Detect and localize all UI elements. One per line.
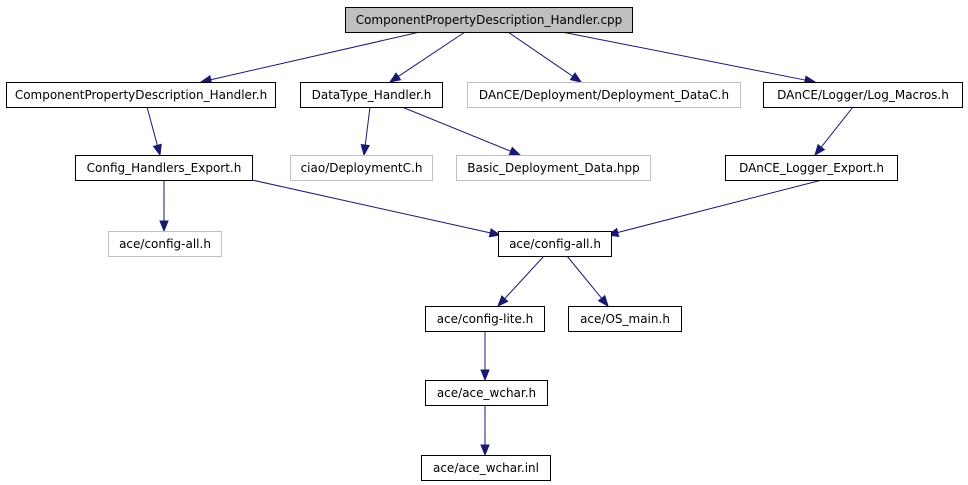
edge-line: [566, 255, 603, 299]
node-box: [421, 455, 551, 481]
arrowhead-icon: [597, 294, 609, 308]
node-box: [498, 231, 612, 257]
edge-line: [364, 106, 371, 146]
node-cfg-all-missing: ace/config-all.h: [108, 231, 222, 257]
edge-cpdh_h-to-cfg_export: [146, 106, 162, 157]
edge-line: [251, 179, 491, 234]
node-label: DataType_Handler.h: [312, 88, 432, 102]
node-cfg-all[interactable]: ace/config-all.h: [498, 231, 612, 257]
node-label: ciao/DeploymentC.h: [301, 161, 423, 175]
node-ciao-deploy: ciao/DeploymentC.h: [290, 155, 433, 181]
node-label: ace/config-lite.h: [437, 312, 534, 326]
edge-line: [504, 255, 545, 299]
edge-dth_h-to-ciao_deploy: [360, 106, 371, 157]
edge-cfg_lite-to-wchar_h: [480, 331, 490, 382]
node-label: ace/OS_main.h: [580, 312, 670, 326]
node-os-main[interactable]: ace/OS_main.h: [568, 306, 682, 332]
node-basic-deploy: Basic_Deployment_Data.hpp: [456, 155, 651, 181]
arrowhead-icon: [360, 143, 371, 157]
node-box: [456, 155, 651, 181]
edge-root-to-dth_h: [388, 31, 466, 83]
arrowhead-icon: [480, 369, 490, 382]
node-box: [425, 380, 548, 406]
edge-cfg_all-to-os_main: [566, 255, 609, 308]
arrowhead-icon: [480, 444, 490, 457]
arrowhead-icon: [508, 146, 522, 156]
edge-root-to-deploy_datac: [507, 31, 583, 83]
edge-cfg_export-to-cfg_all_missing: [159, 180, 169, 233]
node-box: [425, 306, 545, 332]
edge-dth_h-to-basic_deploy: [401, 106, 522, 156]
node-cpdh-h[interactable]: ComponentPropertyDescription_Handler.h: [6, 82, 276, 108]
edge-root-to-cpdh_h: [199, 31, 421, 85]
edge-cfg_all-to-cfg_lite: [497, 255, 545, 307]
arrowhead-icon: [814, 143, 826, 157]
edge-wchar_h-to-wchar_inl: [480, 405, 490, 457]
node-box: [6, 82, 276, 108]
node-label: ComponentPropertyDescription_Handler.h: [15, 88, 267, 102]
node-label: ace/config-all.h: [119, 237, 211, 251]
node-box: [568, 306, 682, 332]
arrowhead-icon: [152, 143, 162, 157]
node-label: ace/config-all.h: [509, 237, 601, 251]
node-log-macros[interactable]: DAnCE/Logger/Log_Macros.h: [763, 82, 963, 108]
node-label: DAnCE/Deployment/Deployment_DataC.h: [479, 88, 729, 102]
node-cfg-export[interactable]: Config_Handlers_Export.h: [75, 155, 253, 181]
arrowhead-icon: [388, 72, 402, 83]
edge-line: [401, 106, 511, 152]
node-label: DAnCE_Logger_Export.h: [739, 161, 884, 175]
node-box: [763, 82, 963, 108]
node-box: [300, 82, 443, 108]
edge-log_macros-to-dance_logger: [814, 106, 854, 157]
node-wchar-h[interactable]: ace/ace_wchar.h: [425, 380, 548, 406]
edge-dance_logger-to-cfg_all: [606, 179, 823, 237]
node-cfg-lite[interactable]: ace/config-lite.h: [425, 306, 545, 332]
arrowhead-icon: [497, 295, 509, 307]
node-box: [75, 155, 253, 181]
node-root[interactable]: ComponentPropertyDescription_Handler.cpp: [345, 7, 633, 33]
edge-line: [398, 31, 466, 77]
edge-line: [561, 31, 806, 81]
edge-cfg_export-to-cfg_all: [251, 179, 502, 238]
edge-root-to-log_macros: [561, 31, 817, 85]
arrowhead-icon: [159, 220, 169, 233]
node-box: [290, 155, 433, 181]
edge-line: [820, 106, 854, 148]
node-label: Config_Handlers_Export.h: [87, 161, 242, 175]
node-box: [467, 82, 741, 108]
node-label: ace/ace_wchar.h: [437, 386, 536, 400]
node-wchar-inl[interactable]: ace/ace_wchar.inl: [421, 455, 551, 481]
node-label: Basic_Deployment_Data.hpp: [467, 161, 639, 175]
nodes-layer: ComponentPropertyDescription_Handler.cpp…: [6, 7, 963, 481]
edge-line: [146, 106, 158, 146]
arrowhead-icon: [569, 72, 583, 83]
node-box: [108, 231, 222, 257]
node-dth-h[interactable]: DataType_Handler.h: [300, 82, 443, 108]
edge-line: [507, 31, 574, 77]
edge-line: [617, 179, 823, 233]
node-dance-logger[interactable]: DAnCE_Logger_Export.h: [725, 155, 898, 181]
arrowhead-icon: [488, 228, 502, 238]
node-box: [345, 7, 633, 33]
node-deploy-datac: DAnCE/Deployment/Deployment_DataC.h: [467, 82, 741, 108]
node-box: [725, 155, 898, 181]
node-label: DAnCE/Logger/Log_Macros.h: [777, 88, 949, 102]
edge-line: [210, 31, 421, 81]
node-label: ComponentPropertyDescription_Handler.cpp: [356, 13, 623, 27]
node-label: ace/ace_wchar.inl: [433, 461, 539, 475]
